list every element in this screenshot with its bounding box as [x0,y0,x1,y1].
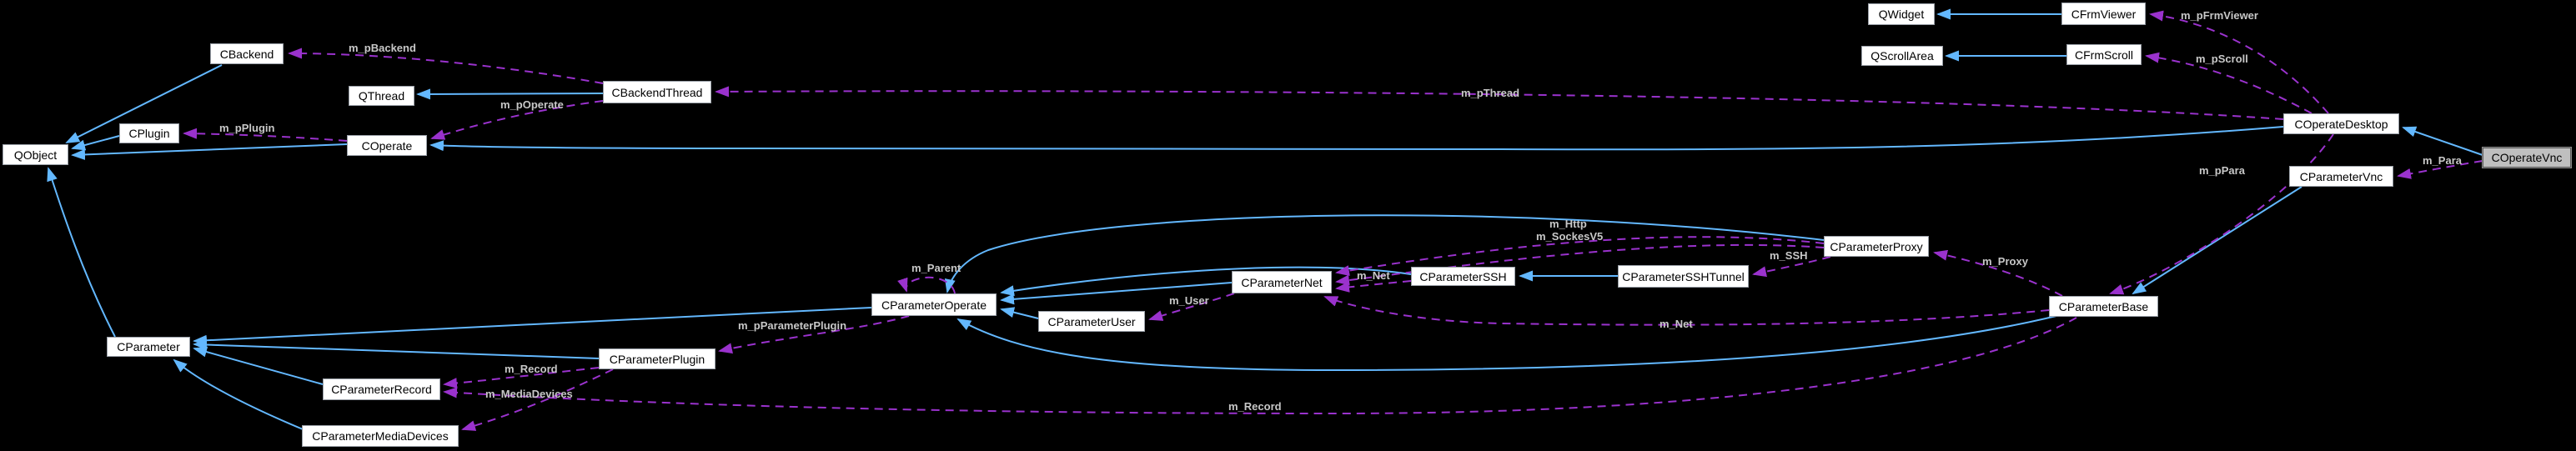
node-cparametermediadevices[interactable]: CParameterMediaDevices [302,425,459,447]
node-cfrmscroll[interactable]: CFrmScroll [2066,44,2142,65]
node-coperate[interactable]: COperate [347,135,427,156]
edge-cplugin-to-qobject [71,135,120,151]
edge-cparameterrecord-to-cparameter [193,346,324,385]
node-qscrollarea[interactable]: QScrollArea [1861,46,1943,66]
edge-label-m-proxy: m_Proxy [1982,255,2028,268]
edge-m-ppara [2109,133,2334,295]
edge-cparameter-to-qobject [47,167,116,338]
edge-label-m-pbackend: m_pBackend [349,42,416,54]
edge-m-para [2397,160,2483,179]
edge-m-pplugin [183,128,348,142]
edge-label-m-pthread: m_pThread [1461,87,1520,99]
edge-m-http [1335,236,1825,277]
edge-cparameterssh-to-cparameteroperate [1000,266,1412,297]
edge-label-m-para: m_Para [2423,154,2462,167]
node-cparametersshtunnel[interactable]: CParameterSSHTunnel [1618,265,1749,288]
node-cparameterssh[interactable]: CParameterSSH [1411,267,1515,286]
edge-m-pthread [715,86,2284,120]
edge-m-pbackend [288,48,604,84]
edge-cparameteruser-to-cparameteroperate [1000,307,1039,319]
edge-m-pfrmviewer [2149,10,2329,114]
edge-cbackendthread-to-qthread [416,88,604,100]
edge-cparameternet-to-cparameteroperate [1000,282,1233,305]
edge-coperatevnc-to-coperatedesktop [2402,126,2483,156]
edge-m-sockesv5 [1335,243,1825,286]
edge-m-record-lower [443,317,2077,415]
node-cbackend[interactable]: CBackend [210,43,284,64]
edge-m-net-lower [1323,296,2050,326]
edge-label-m-record-upper: m_Record [505,363,558,375]
edge-label-m-record-lower: m_Record [1228,400,1282,413]
edge-label-m-pplugin: m_pPlugin [219,122,275,134]
edge-label-m-http: m_Http [1549,218,1587,230]
edge-label-m-pfrmviewer: m_pFrmViewer [2181,9,2258,22]
edge-label-m-ppara: m_pPara [2199,164,2245,177]
node-cparametervnc[interactable]: CParameterVnc [2289,166,2393,187]
edge-cparameterplugin-to-cparameter [193,339,600,359]
node-qwidget[interactable]: QWidget [1868,3,1935,25]
edge-label-m-poperate: m_pOperate [500,98,564,111]
node-cparameternet[interactable]: CParameterNet [1232,271,1332,293]
edge-m-pscroll [2145,52,2312,114]
node-qobject[interactable]: QObject [3,144,68,165]
edge-label-m-sockesv5: m_SockesV5 [1536,230,1604,243]
edge-cparametermediadevices-to-cparameter [173,358,308,432]
edge-cparameteroperate-to-cparameter [193,307,872,346]
node-cparameteruser[interactable]: CParameterUser [1038,311,1145,332]
edge-m-proxy [1933,249,2063,297]
node-cplugin[interactable]: CPlugin [119,123,179,143]
edge-cparameterbase-to-cparameteroperate [957,314,2061,372]
edge-label-m-net-lower: m_Net [1660,318,1693,330]
node-cparameterplugin[interactable]: CParameterPlugin [599,348,716,369]
node-cbackendthread[interactable]: CBackendThread [603,81,711,103]
node-coperatevnc[interactable]: COperateVnc [2482,147,2572,168]
edge-label-m-user: m_User [1169,294,1209,307]
edge-m-poperate [430,100,604,140]
node-cparameter[interactable]: CParameter [107,337,190,357]
node-cfrmviewer[interactable]: CFrmViewer [2061,3,2146,25]
edge-m-ssh [1752,256,1831,278]
edge-m-pparameterplugin [718,315,910,354]
edge-cparameterproxy-to-cparameteroperate [944,214,1825,293]
edge-label-m-net-upper: m_Net [1357,269,1390,282]
node-qthread[interactable]: QThread [349,86,414,106]
edge-label-m-parent: m_Parent [911,262,962,274]
node-coperatedesktop[interactable]: COperateDesktop [2283,113,2399,134]
edge-label-m-mediadevices: m_MediaDevices [485,388,573,400]
edge-m-user [1148,293,1235,321]
edge-m-record-upper [443,367,600,389]
edge-cparametervnc-to-cparameterbase [2132,186,2302,295]
node-cparameterrecord[interactable]: CParameterRecord [323,378,440,400]
edge-label-m-pparameterplugin: m_pParameterPlugin [738,319,847,332]
edge-m-mediadevices [461,368,614,431]
edge-cbackend-to-qobject [65,64,223,143]
node-cparameterbase[interactable]: CParameterBase [2049,296,2158,317]
edge-m-net-upper [1335,280,1412,293]
edge-label-m-pscroll: m_pScroll [2196,53,2248,65]
node-cparameteroperate[interactable]: CParameterOperate [871,293,997,316]
node-cparameterproxy[interactable]: CParameterProxy [1824,236,1929,257]
edge-m-parent-selfloop [897,276,956,294]
edge-label-m-ssh: m_SSH [1770,249,1808,262]
edge-coperatedesktop-to-coperate [429,126,2284,152]
edge-coperate-to-qobject [71,143,348,160]
